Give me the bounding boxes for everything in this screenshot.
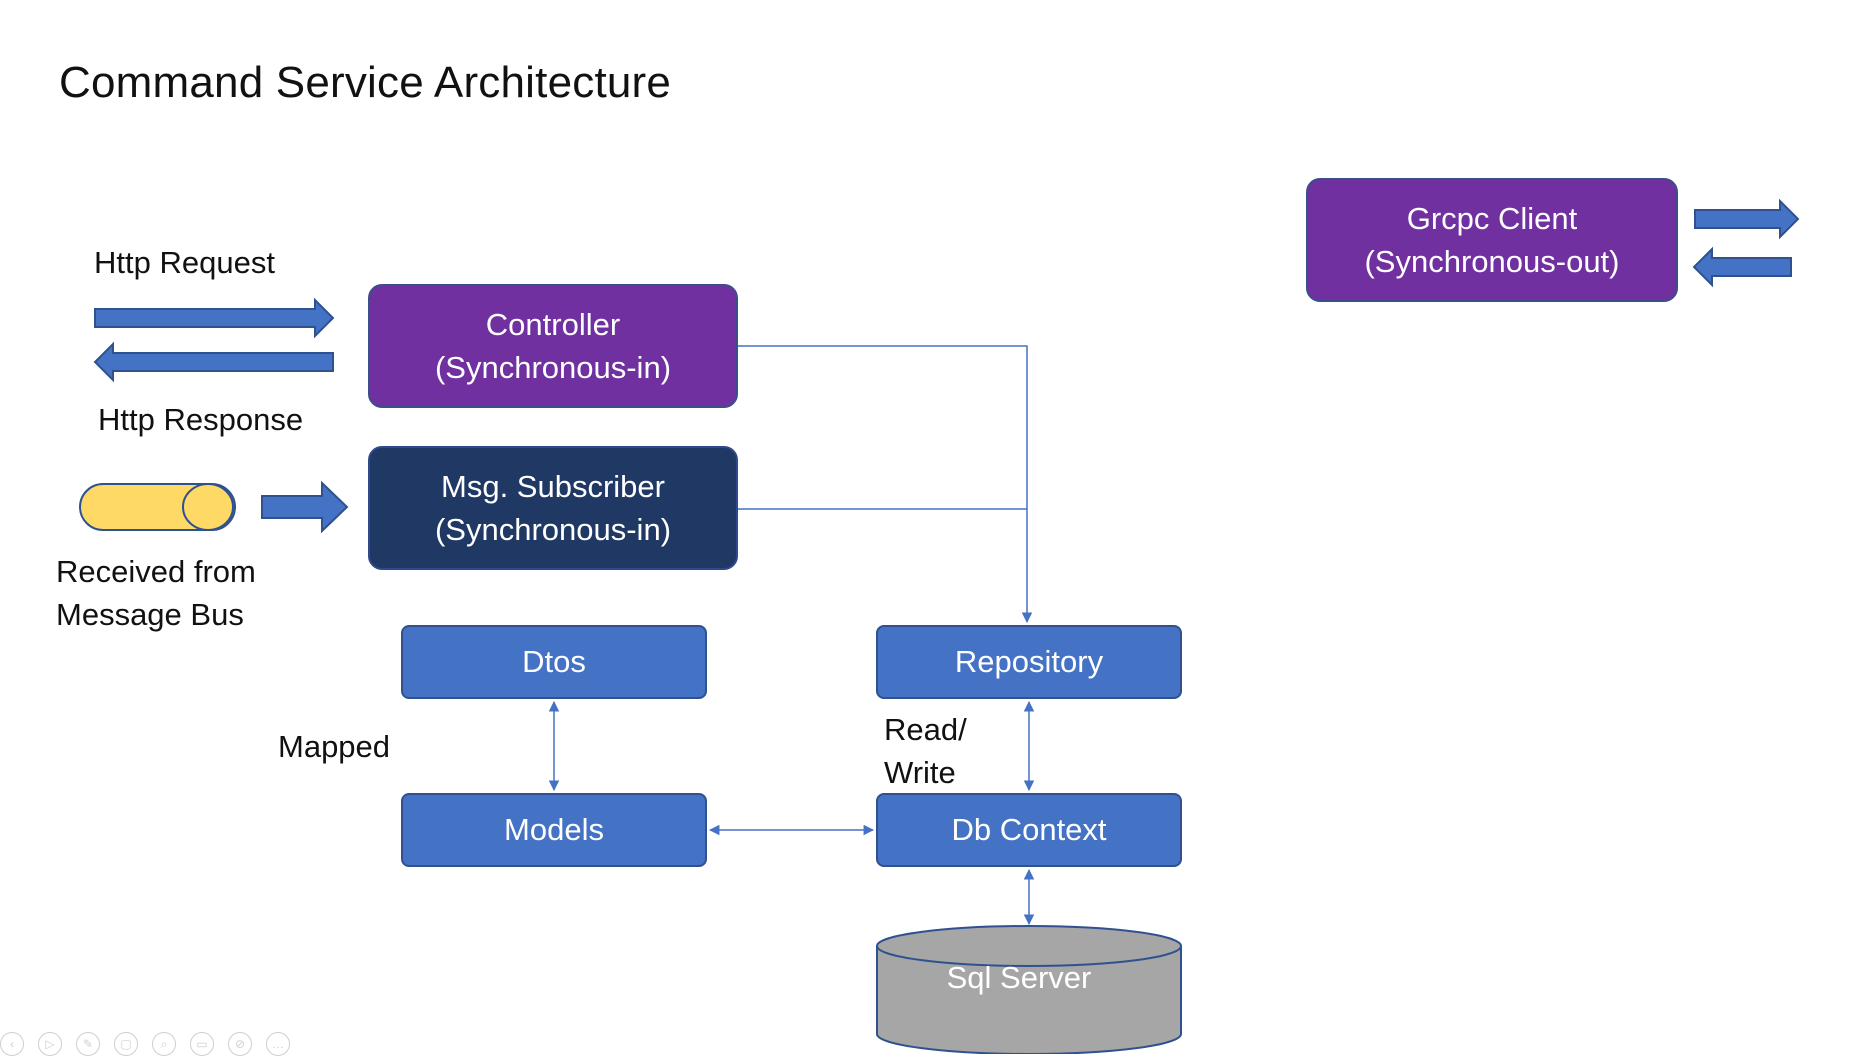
controller-to-repository-connector — [738, 345, 1033, 624]
read-write-line1: Read/ — [884, 712, 967, 747]
play-icon[interactable]: ▷ — [38, 1032, 62, 1056]
msg-subscriber-box[interactable]: Msg. Subscriber (Synchronous-in) — [368, 446, 738, 570]
grpc-client-box[interactable]: Grcpc Client (Synchronous-out) — [1306, 178, 1678, 302]
received-from-label: Received from Message Bus — [56, 550, 256, 636]
message-queue-icon — [79, 483, 236, 531]
http-request-arrow-icon — [94, 297, 335, 339]
db-context-box[interactable]: Db Context — [876, 793, 1182, 867]
msg-subscriber-subtitle: (Synchronous-in) — [434, 512, 672, 547]
http-request-label: Http Request — [94, 245, 275, 280]
grpc-client-subtitle: (Synchronous-out) — [1364, 244, 1620, 279]
read-write-line2: Write — [884, 755, 956, 790]
page-title: Command Service Architecture — [59, 58, 672, 107]
msg-subscriber-title: Msg. Subscriber — [441, 469, 665, 504]
controller-box[interactable]: Controller (Synchronous-in) — [368, 284, 738, 408]
repository-box[interactable]: Repository — [876, 625, 1182, 699]
grpc-in-arrow-icon — [1692, 246, 1792, 288]
pen-icon[interactable]: ✎ — [76, 1032, 100, 1056]
more-icon[interactable]: … — [266, 1032, 290, 1056]
controller-subtitle: (Synchronous-in) — [434, 350, 672, 385]
controller-title: Controller — [485, 307, 621, 342]
dtos-box[interactable]: Dtos — [401, 625, 707, 699]
mapped-label: Mapped — [278, 729, 391, 764]
zoom-icon[interactable]: ⌕ — [152, 1032, 176, 1056]
subtitle-icon[interactable]: ▭ — [190, 1032, 214, 1056]
presentation-toolbar: ‹ ▷ ✎ ▢ ⌕ ▭ ⊘ … — [0, 1032, 290, 1056]
sql-server-label: Sql Server — [946, 960, 1092, 995]
copy-icon[interactable]: ▢ — [114, 1032, 138, 1056]
models-box[interactable]: Models — [401, 793, 707, 867]
message-bus-arrow-icon — [261, 480, 349, 534]
grpc-out-arrow-icon — [1694, 198, 1800, 240]
received-from-line1: Received from — [56, 554, 256, 589]
back-icon[interactable]: ‹ — [0, 1032, 24, 1056]
sql-server-cylinder[interactable] — [876, 925, 1182, 1054]
received-from-line2: Message Bus — [56, 597, 244, 632]
read-write-label: Read/ Write — [884, 708, 967, 794]
grpc-client-title: Grcpc Client — [1406, 201, 1578, 236]
http-response-label: Http Response — [98, 402, 304, 437]
http-response-arrow-icon — [93, 341, 334, 383]
camera-off-icon[interactable]: ⊘ — [228, 1032, 252, 1056]
